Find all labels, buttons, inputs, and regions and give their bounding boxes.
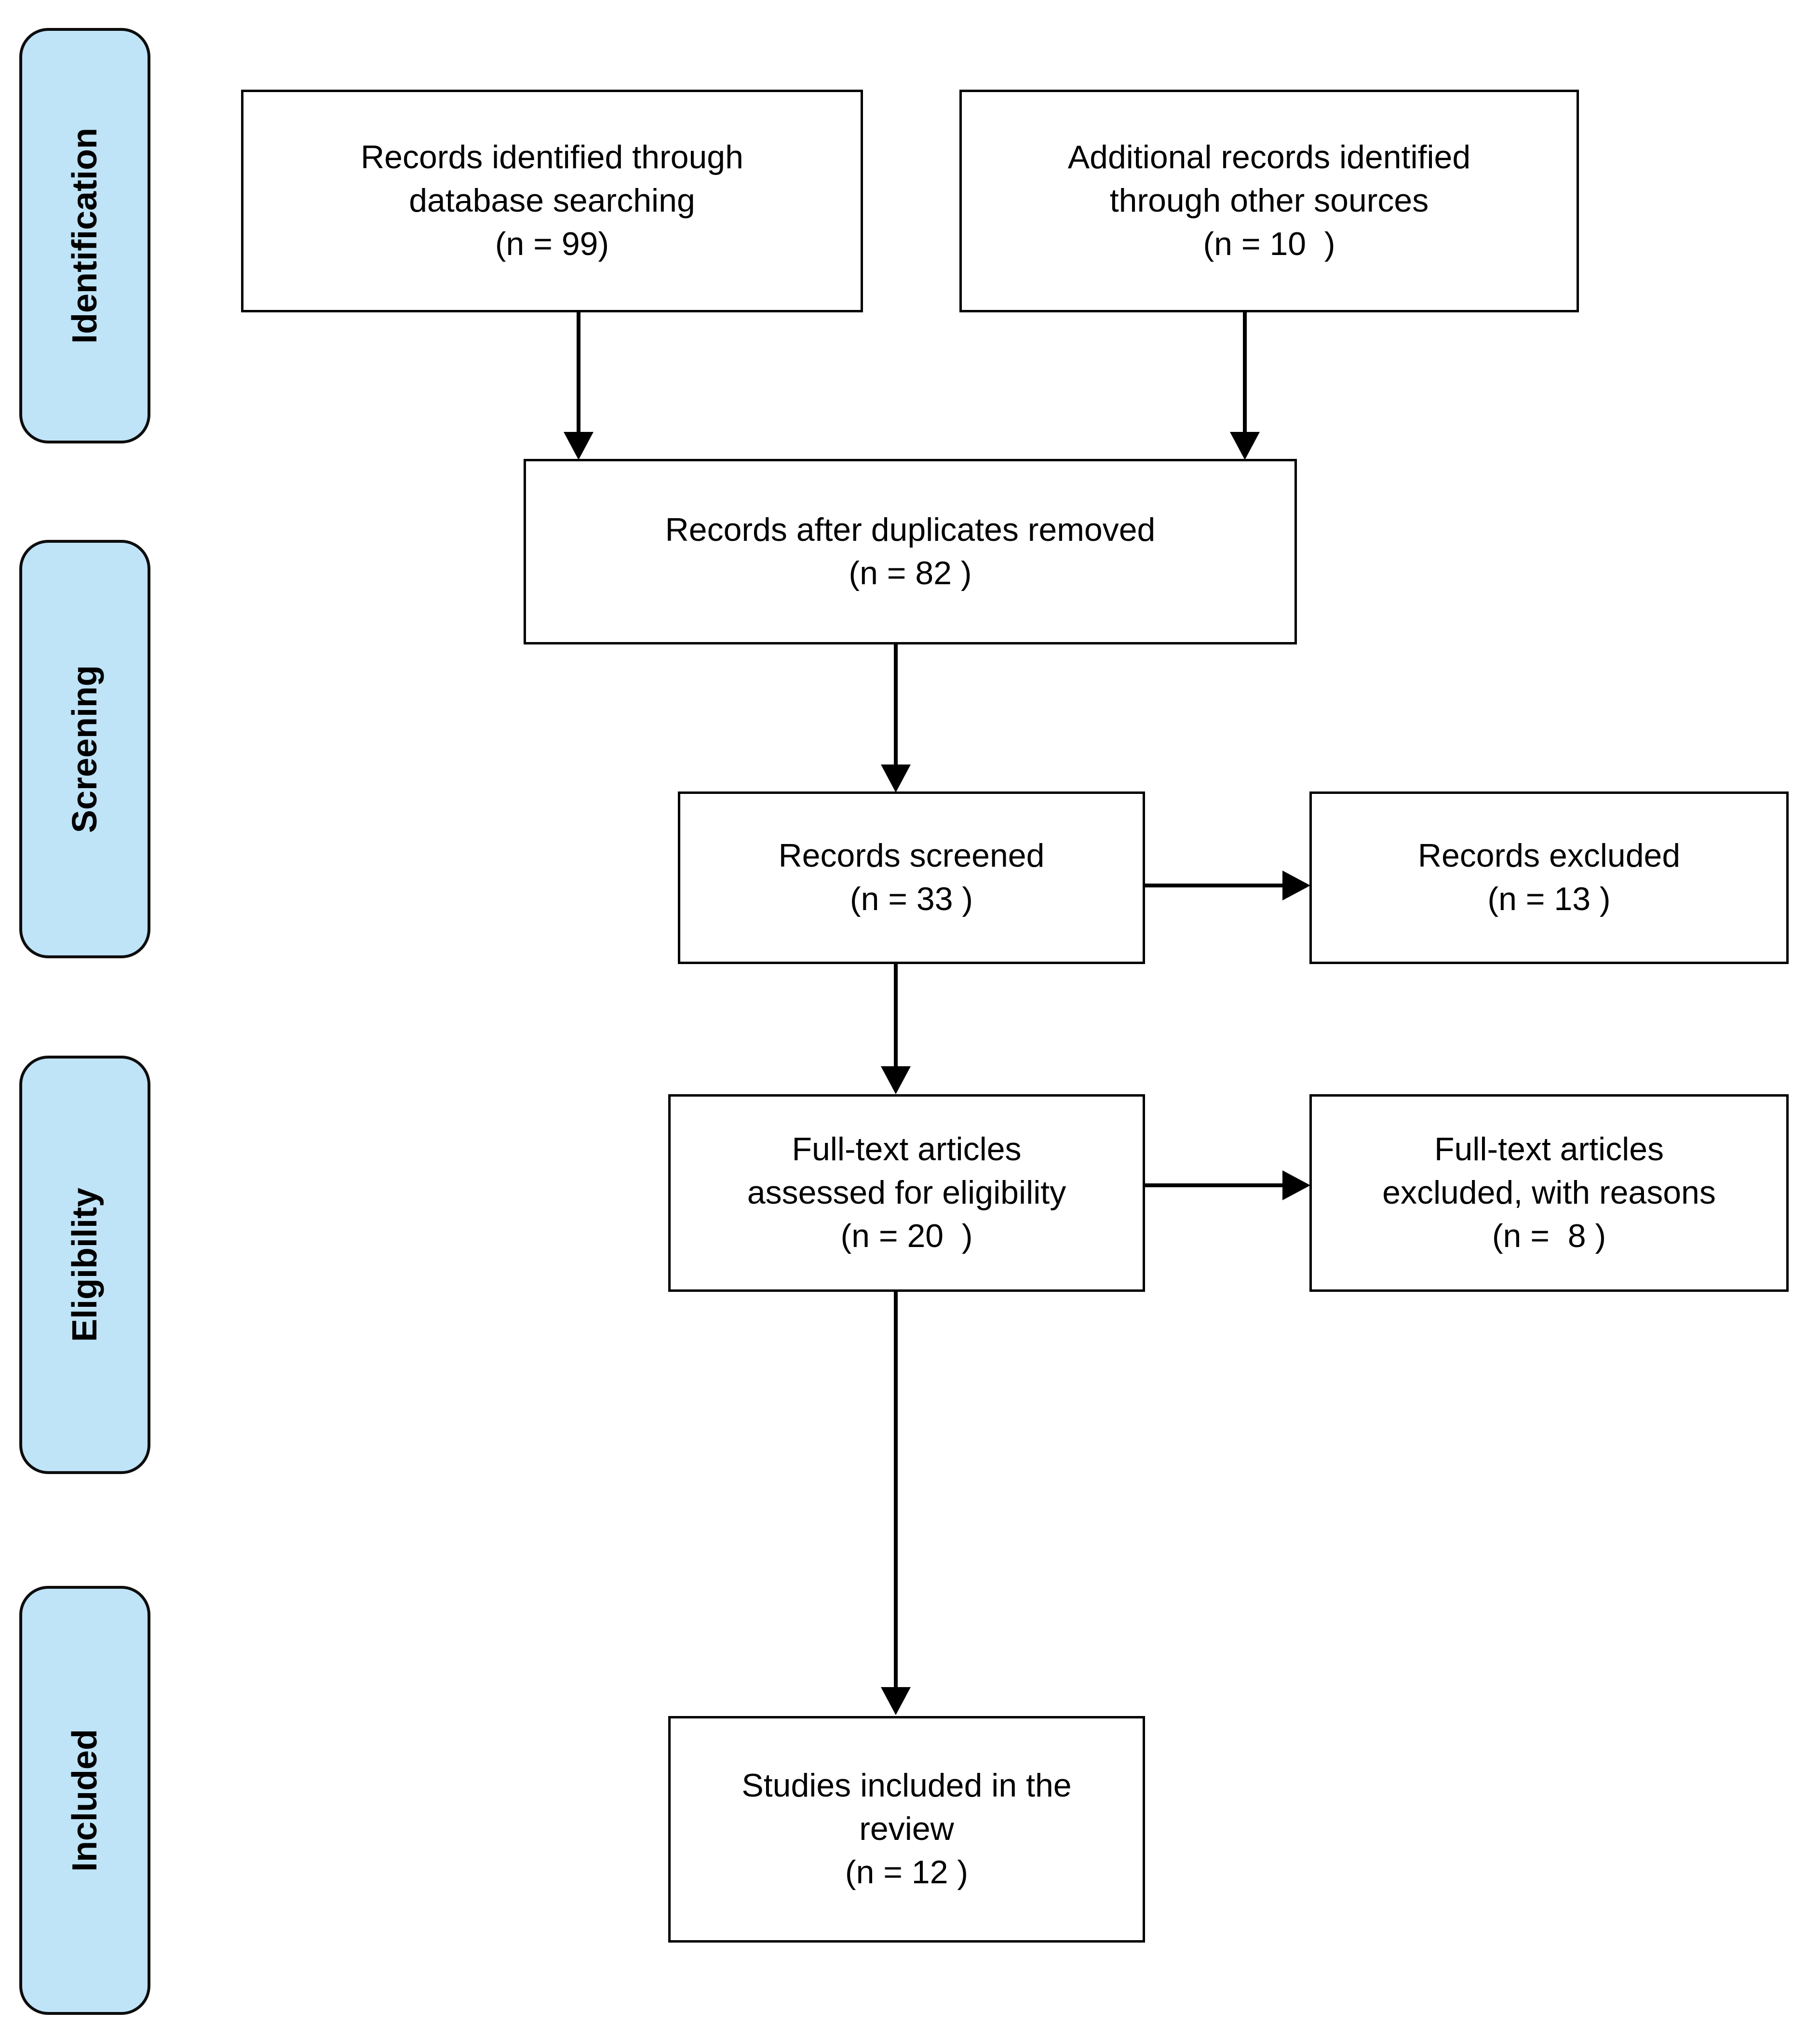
- box-count: (n = 82 ): [849, 554, 972, 591]
- box-count: (n = 8 ): [1492, 1217, 1606, 1254]
- connector-screened-to-excluded: [1145, 884, 1285, 887]
- box-line: Full-text articles: [1434, 1131, 1664, 1168]
- box-line: Full-text articles: [792, 1131, 1022, 1168]
- box-count: (n = 13 ): [1487, 881, 1611, 917]
- stage-label-identification: Identification: [66, 128, 104, 344]
- box-count: (n = 12 ): [845, 1853, 969, 1891]
- box-fulltext-excluded-with-reasons: Full-text articles excluded, with reason…: [1309, 1094, 1789, 1292]
- box-line: Studies included in the: [741, 1767, 1072, 1804]
- arrowhead-down-db-search: [564, 432, 593, 460]
- stage-pill-identification: Identification: [19, 28, 150, 443]
- box-records-identified-database: Records identified through database sear…: [241, 90, 863, 312]
- stage-pill-included: Included: [19, 1586, 150, 2015]
- stage-label-included: Included: [66, 1729, 105, 1872]
- box-count: (n = 33 ): [849, 881, 973, 917]
- connector-db-search-to-duplicates: [577, 312, 580, 433]
- stage-label-screening: Screening: [66, 665, 104, 833]
- connector-fulltext-to-included: [894, 1292, 898, 1688]
- box-line: Records screened: [778, 837, 1045, 874]
- box-additional-records-other-sources: Additional records identified through ot…: [959, 90, 1579, 312]
- arrowhead-right-screened: [1282, 871, 1310, 900]
- box-line: Additional records identified: [1067, 139, 1471, 176]
- box-count: (n = 10 ): [1203, 225, 1335, 262]
- connector-other-sources-to-duplicates: [1243, 312, 1247, 433]
- box-fulltext-assessed-eligibility: Full-text articles assessed for eligibil…: [668, 1094, 1145, 1292]
- stage-pill-eligibility: Eligibility: [19, 1056, 150, 1474]
- box-line: Records after duplicates removed: [665, 511, 1156, 548]
- arrowhead-down-screened: [881, 1066, 911, 1094]
- connector-fulltext-to-excluded: [1145, 1183, 1285, 1187]
- box-records-after-duplicates-removed: Records after duplicates removed (n = 82…: [524, 459, 1297, 644]
- box-studies-included-in-review: Studies included in the review (n = 12 ): [668, 1716, 1145, 1943]
- box-records-excluded: Records excluded (n = 13 ): [1309, 791, 1789, 964]
- box-line: Records identified through: [361, 139, 743, 176]
- arrowhead-down-duplicates: [881, 764, 911, 792]
- connector-duplicates-to-screened: [894, 644, 898, 766]
- box-line: through other sources: [1109, 182, 1429, 219]
- box-line: database searching: [409, 182, 695, 219]
- arrowhead-right-fulltext: [1282, 1170, 1310, 1200]
- stage-label-eligibility: Eligibility: [66, 1187, 104, 1342]
- box-line: assessed for eligibility: [747, 1174, 1066, 1211]
- connector-screened-to-fulltext: [894, 964, 898, 1067]
- arrowhead-down-fulltext: [881, 1687, 911, 1715]
- box-line: review: [859, 1810, 954, 1848]
- box-count: (n = 20 ): [840, 1217, 973, 1254]
- box-records-screened: Records screened (n = 33 ): [678, 791, 1145, 964]
- arrowhead-down-other-sources: [1230, 432, 1260, 460]
- box-line: Records excluded: [1417, 837, 1681, 874]
- box-count: (n = 99): [495, 225, 609, 262]
- stage-pill-screening: Screening: [19, 540, 150, 958]
- box-line: excluded, with reasons: [1382, 1174, 1716, 1211]
